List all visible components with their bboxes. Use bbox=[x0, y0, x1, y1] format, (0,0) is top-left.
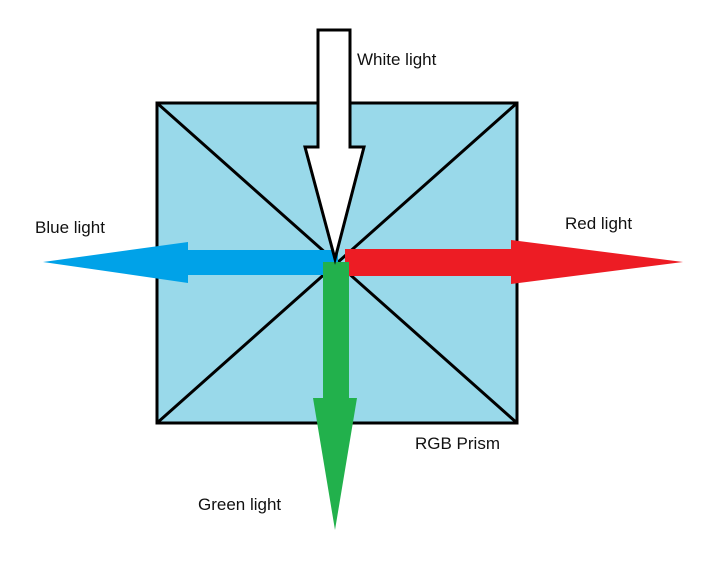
green-light-label: Green light bbox=[198, 495, 282, 514]
white-light-arrow bbox=[303, 28, 366, 265]
red-light-arrow bbox=[345, 240, 683, 284]
blue-light-arrow bbox=[43, 242, 338, 283]
rgb-prism-label: RGB Prism bbox=[415, 434, 500, 453]
white-light-label: White light bbox=[357, 50, 437, 69]
green-light-arrow bbox=[313, 262, 357, 530]
blue-light-label: Blue light bbox=[35, 218, 105, 237]
red-light-label: Red light bbox=[565, 214, 633, 233]
